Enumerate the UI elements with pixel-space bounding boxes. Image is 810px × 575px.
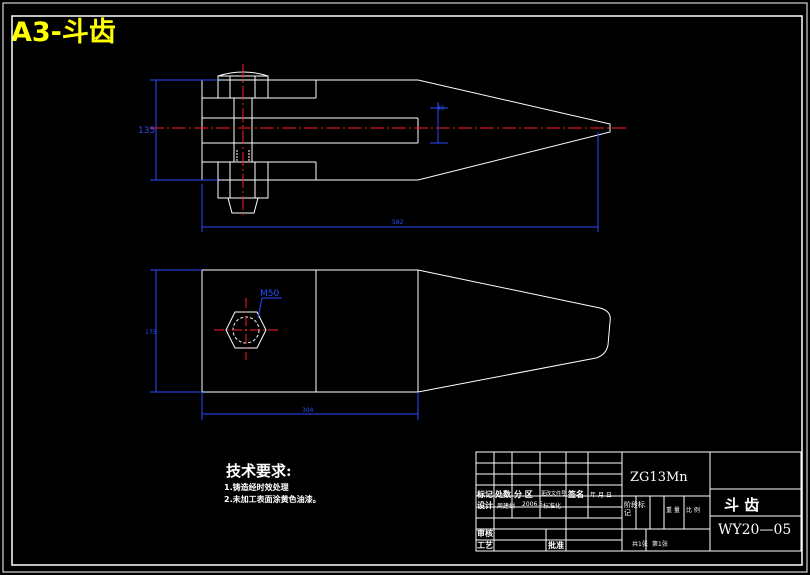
material-label: ZG13Mn	[630, 470, 688, 485]
title-block-grid	[475, 451, 802, 552]
top-body-outline	[202, 79, 611, 181]
tb-process: 工艺	[477, 541, 493, 550]
top-view	[201, 71, 611, 214]
sheet-title: A3-斗齿	[11, 17, 116, 48]
bottom-dimensions	[150, 269, 419, 420]
tb-approve: 批准	[548, 541, 564, 550]
tb-sheets-total: 共1张	[632, 541, 648, 548]
part-name: 斗 齿	[724, 496, 760, 514]
tb-date-value: 2006.5	[522, 501, 543, 508]
tech-requirements-heading: 技术要求:	[226, 462, 292, 480]
tb-scale: 比 例	[686, 507, 700, 514]
dim-thread: M50	[260, 289, 279, 299]
tb-sheet-no: 第1张	[652, 541, 668, 548]
dim-bottom-height: 175	[145, 329, 157, 336]
tb-date: 年 月 日	[590, 492, 612, 499]
bottom-hex-nut	[225, 311, 267, 349]
dim-top-length: 582	[392, 219, 404, 226]
tb-design: 设计	[477, 501, 493, 510]
tb-sign: 签名	[568, 490, 584, 499]
bottom-body-block	[201, 269, 419, 393]
tb-standard: 标准化	[543, 503, 562, 510]
inner-border	[11, 15, 803, 566]
bottom-centerlines	[214, 298, 280, 360]
dim-top-height: 135	[138, 126, 155, 136]
tb-stage-mark: 阶段标记	[624, 501, 645, 517]
drawing-number: WY20—05	[718, 522, 792, 538]
tb-change-doc: 更改文件号	[541, 491, 567, 497]
bottom-tooth-tip	[417, 269, 611, 393]
tb-weight: 重 量	[666, 507, 680, 514]
tech-requirement-1: 1.铸造经时效处理	[224, 483, 289, 492]
tb-designer: 周建树	[497, 503, 516, 510]
top-centerlines	[150, 64, 628, 216]
tech-requirement-2: 2.未加工表面涂黄色油漆。	[224, 495, 321, 504]
tb-review: 审核	[477, 529, 493, 538]
tb-count: 处数	[495, 490, 511, 499]
dim-top-small: 30	[437, 105, 445, 112]
dim-bottom-length: 304	[302, 407, 314, 414]
top-dimensions	[150, 79, 599, 232]
tb-marks: 标记	[477, 490, 493, 499]
tb-zone: 分 区	[514, 490, 533, 499]
